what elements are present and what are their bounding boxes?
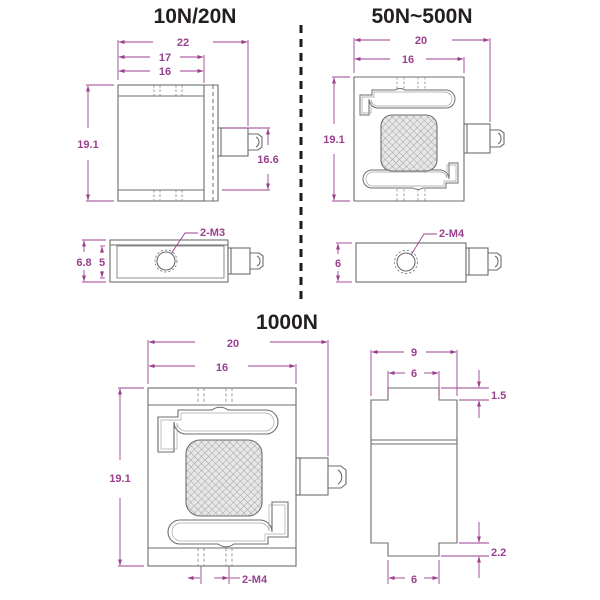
dim-1000n-bottom-width: 6 bbox=[411, 574, 417, 586]
dim-10n-right-height: 16.6 bbox=[257, 154, 278, 166]
title-10n-20n: 10N/20N bbox=[154, 5, 237, 28]
dim-10n-body-plus: 17 bbox=[159, 52, 171, 64]
dim-1000n-side-overall-width: 9 bbox=[411, 347, 417, 359]
dim-10n-inner: 5 bbox=[99, 257, 105, 269]
title-1000n: 1000N bbox=[256, 311, 318, 334]
dim-50n-overall-width: 20 bbox=[415, 35, 427, 47]
dim-10n-overall-width: 22 bbox=[177, 37, 189, 49]
dim-1000n-overall-width: 20 bbox=[227, 338, 239, 350]
note-1000n-thread: 2-M4 bbox=[242, 574, 268, 586]
dim-1000n-height: 19.1 bbox=[109, 473, 130, 485]
dim-1000n-side-mid-width: 6 bbox=[411, 368, 417, 380]
dim-10n-body-width: 16 bbox=[159, 66, 171, 78]
view-10n-front bbox=[117, 84, 263, 202]
dim-50n-thickness: 6 bbox=[335, 258, 341, 270]
dim-1000n-bottom-step: 2.2 bbox=[491, 547, 506, 559]
note-10n-thread: 2-M3 bbox=[200, 227, 225, 239]
dim-10n-height: 19.1 bbox=[77, 139, 98, 151]
dimension-layer bbox=[81, 37, 491, 584]
view-50n-front bbox=[353, 76, 505, 202]
dim-50n-height: 19.1 bbox=[323, 134, 344, 146]
geometry-layer bbox=[109, 76, 505, 567]
dim-1000n-body-width: 16 bbox=[216, 362, 228, 374]
title-50n-500n: 50N~500N bbox=[372, 5, 473, 28]
note-50n-thread: 2-M4 bbox=[439, 228, 465, 240]
view-1000n-front bbox=[147, 387, 347, 567]
dim-10n-thickness: 6.8 bbox=[76, 257, 91, 269]
view-1000n-side bbox=[370, 387, 458, 557]
dim-50n-body-width: 16 bbox=[402, 54, 414, 66]
view-50n-side bbox=[355, 242, 502, 283]
view-10n-side bbox=[109, 239, 264, 283]
dim-1000n-top-step: 1.5 bbox=[491, 390, 506, 402]
